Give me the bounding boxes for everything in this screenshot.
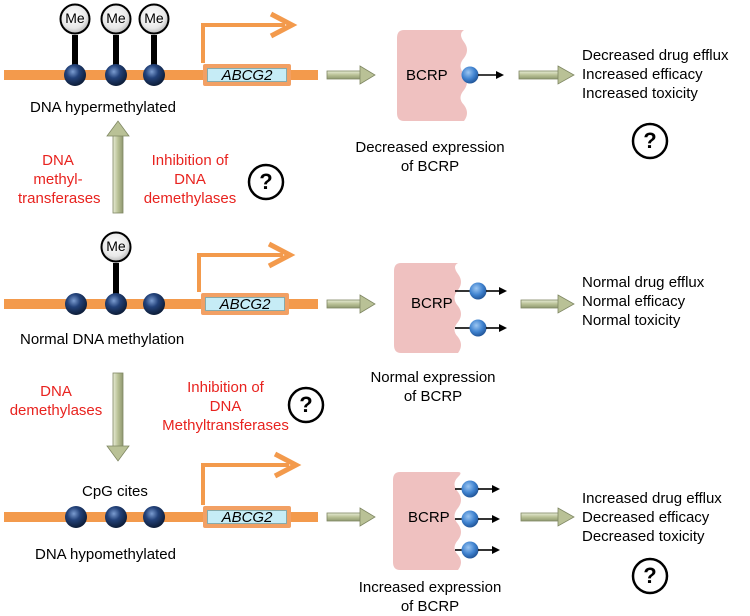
question-mark: ? — [299, 392, 313, 417]
cpg-sites-label: CpG cites — [82, 483, 148, 500]
cpg-bead — [105, 64, 127, 86]
methyl-label: Me — [106, 10, 126, 26]
block-arrow — [518, 65, 575, 85]
gene-box-abcg2: ABCG2 — [203, 506, 291, 528]
transcription-start-arrow — [197, 253, 283, 292]
dna-state-label: Normal DNA methylation — [20, 331, 185, 348]
expression-label: Decreased expression of BCRP — [355, 139, 505, 175]
block-arrow — [326, 507, 376, 527]
demethylase-label: DNA demethylases — [9, 383, 103, 419]
block-arrow — [520, 507, 575, 527]
cpg-bead — [105, 506, 127, 528]
demethylase-inhibition-label: Inhibition of DNA demethylases — [143, 152, 237, 207]
transporter-sphere — [469, 319, 487, 337]
bottom-row — [4, 451, 669, 595]
question-circle — [287, 386, 325, 424]
down-transition-arrow — [106, 372, 130, 462]
top-row — [4, 3, 669, 160]
methyl-label: Me — [106, 238, 126, 254]
cpg-bead — [65, 293, 87, 315]
block-arrow — [326, 65, 376, 85]
cpg-bead — [143, 506, 165, 528]
gene-box-abcg2: ABCG2 — [201, 293, 289, 315]
methyltransferase-inhibition-label: Inhibition of DNA Methyltransferases — [162, 379, 289, 434]
bcrp-protein — [394, 263, 461, 353]
methyltransferase-label: DNA methyl- transferases — [18, 152, 101, 207]
expression-label: Normal expression of BCRP — [370, 369, 496, 405]
cpg-bead — [64, 64, 86, 86]
cpg-bead — [143, 64, 165, 86]
up-transition-arrow — [106, 120, 130, 214]
bcrp-protein — [393, 472, 461, 570]
bcrp-label: BCRP — [411, 295, 453, 312]
methyl-label: Me — [144, 10, 164, 26]
dna-state-label: DNA hypermethylated — [30, 99, 176, 116]
transporter-sphere — [469, 282, 487, 300]
transporter-sphere — [461, 480, 479, 498]
transporter-sphere — [461, 66, 479, 84]
transcription-start-arrow — [201, 23, 285, 63]
cpg-bead — [65, 506, 87, 528]
bcrp-label: BCRP — [408, 509, 450, 526]
transcription-start-arrow — [201, 463, 289, 505]
bcrp-protein — [397, 30, 467, 121]
methyl-label: Me — [65, 10, 85, 26]
gene-box-abcg2: ABCG2 — [203, 64, 291, 86]
transporter-sphere — [461, 541, 479, 559]
question-mark: ? — [259, 169, 273, 194]
block-arrow — [326, 294, 376, 314]
question-mark: ? — [643, 128, 657, 153]
bcrp-label: BCRP — [406, 67, 448, 84]
dna-state-label: DNA hypomethylated — [35, 546, 176, 563]
question-mark: ? — [643, 563, 657, 588]
block-arrow — [520, 294, 575, 314]
outcome-list: Normal drug efflux Normal efficacy Norma… — [582, 274, 705, 329]
question-circle — [247, 163, 285, 201]
question-circle — [631, 557, 669, 595]
expression-label: Increased expression of BCRP — [358, 579, 502, 615]
outcome-list: Increased drug efflux Decreased efficacy… — [582, 490, 722, 545]
question-circle — [631, 122, 669, 160]
middle-row — [4, 231, 575, 353]
cpg-bead — [105, 293, 127, 315]
transporter-sphere — [461, 510, 479, 528]
outcome-list: Decreased drug efflux Increased efficacy… — [582, 47, 729, 102]
cpg-bead — [143, 293, 165, 315]
